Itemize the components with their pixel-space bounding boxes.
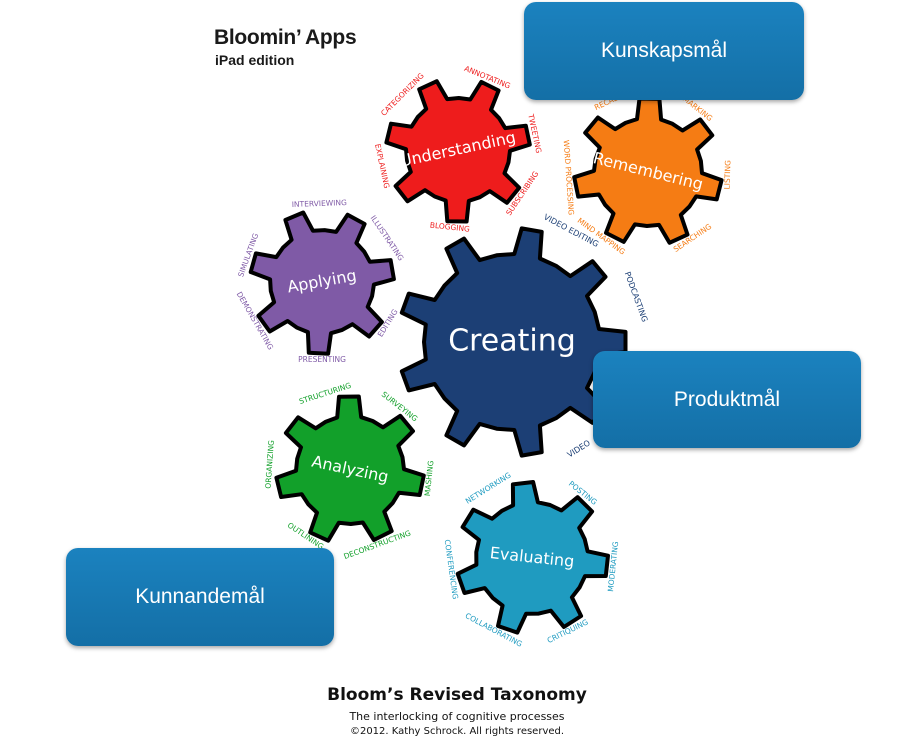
gear-creating-word: PODCASTING [623, 271, 650, 324]
page-subtitle: iPad edition [215, 52, 295, 68]
kunskapsmal-label: Kunskapsmål [600, 39, 728, 62]
gear-understanding-shape [384, 79, 532, 224]
gear-remembering-shape [572, 96, 724, 245]
page-title: Bloomin’ Apps [214, 26, 357, 49]
gear-creating-word: VIDEO [566, 438, 592, 459]
gear-evaluating-word: MODERATING [606, 541, 620, 592]
gear-remembering: RememberingRECALLINGMARKINGLISTINGSEARCH… [562, 86, 733, 257]
gear-applying: ApplyingINTERVIEWINGILLUSTRATINGEDITINGP… [235, 198, 406, 364]
footer-subtitle: The interlocking of cognitive processes [349, 710, 565, 723]
gear-remembering-word: WORD PROCESSING [562, 140, 576, 216]
gear-understanding-word: BLOGGING [429, 221, 470, 234]
gear-applying-word: INTERVIEWING [292, 198, 348, 209]
gear-evaluating-word: CONFERENCING [443, 539, 460, 600]
produktmal-box[interactable]: Produktmål [593, 351, 861, 448]
footer-title: Bloom’s Revised Taxonomy [327, 685, 587, 705]
gear-remembering-word: LISTING [722, 160, 732, 190]
gear-evaluating: EvaluatingPOSTINGMODERATINGCRITIQUINGCOL… [443, 470, 621, 649]
gear-evaluating-shape [455, 480, 610, 635]
produktmal-label: Produktmål [673, 387, 781, 411]
gear-applying-word: ILLUSTRATING [369, 214, 406, 263]
gear-applying-shape [248, 210, 396, 356]
gear-creating-shape [399, 226, 628, 458]
gear-applying-word: PRESENTING [298, 355, 346, 364]
gear-analyzing-word: ORGANIZING [264, 440, 276, 489]
gear-understanding-word: EXPLAINING [373, 143, 391, 189]
gear-analyzing-shape [274, 394, 426, 543]
kunnandemal-box[interactable]: Kunnandemål [66, 548, 334, 646]
footer-copyright: ©2012. Kathy Schrock. All rights reserve… [349, 726, 565, 737]
gear-understanding: UnderstandingANNOTATINGTWEETINGSUBSCRIBI… [373, 64, 543, 234]
gear-evaluating-word: NETWORKING [464, 470, 513, 505]
kunskapsmal-box[interactable]: Kunskapsmål [524, 2, 804, 100]
kunnandemal-label: Kunnandemål [135, 585, 265, 608]
gear-creating-label: Creating [448, 324, 576, 359]
gear-analyzing-word: MASHING [423, 460, 436, 497]
